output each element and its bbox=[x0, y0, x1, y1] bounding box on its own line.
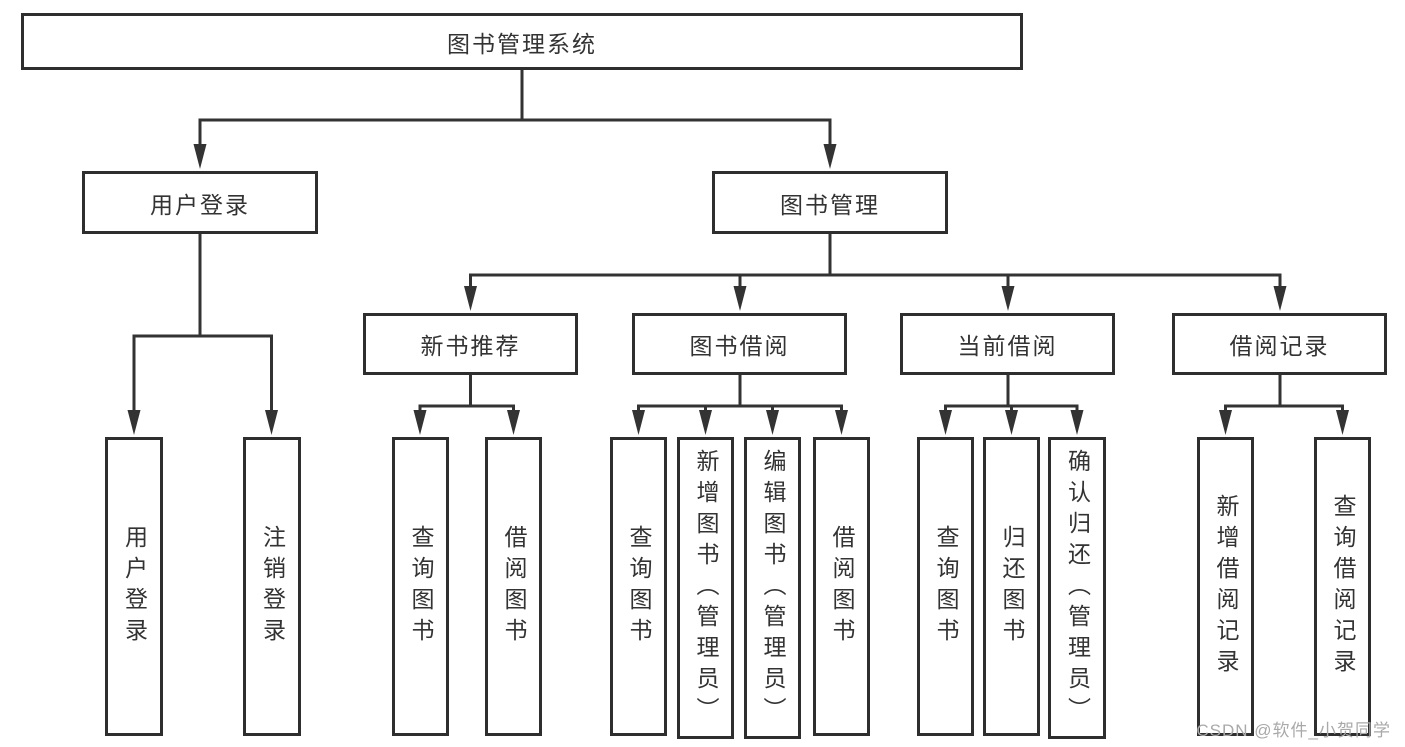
node-borrow-books: 借阅图书 bbox=[813, 437, 870, 736]
node-query-books-borrow: 查询图书 bbox=[610, 437, 667, 736]
arrowhead-icon bbox=[733, 286, 747, 311]
csdn-watermark: CSDN @软件_小贺同学 bbox=[1196, 721, 1391, 740]
node-book-borrow: 图书借阅 bbox=[632, 313, 847, 375]
node-user-login-label: 用户登录 bbox=[150, 191, 250, 218]
node-borrow-books-recommend-label: 借阅图书 bbox=[501, 524, 527, 649]
node-query-borrow-record-label: 查询借阅记录 bbox=[1330, 493, 1356, 680]
node-book-borrow-label: 图书借阅 bbox=[689, 333, 790, 359]
node-add-book-admin: 新增图书（管理员） bbox=[677, 437, 734, 739]
node-query-books-recommend: 查询图书 bbox=[392, 437, 449, 736]
node-add-borrow-record: 新增借阅记录 bbox=[1197, 437, 1254, 736]
node-query-books-current-label: 查询图书 bbox=[933, 524, 959, 649]
node-logout-label: 注销登录 bbox=[259, 524, 286, 649]
arrowhead-icon bbox=[835, 410, 848, 435]
node-book-management-label: 图书管理 bbox=[780, 191, 880, 218]
connector-book-borrow bbox=[637, 375, 843, 428]
arrowhead-icon bbox=[1005, 410, 1018, 435]
node-book-management: 图书管理 bbox=[712, 171, 948, 234]
node-borrow-records-label: 借阅记录 bbox=[1229, 333, 1330, 359]
node-query-borrow-record: 查询借阅记录 bbox=[1314, 437, 1371, 736]
node-return-book-label: 归还图书 bbox=[999, 524, 1025, 649]
arrowhead-icon bbox=[1001, 286, 1015, 311]
node-logout: 注销登录 bbox=[243, 437, 301, 736]
node-confirm-return-admin-label: 确认归还（管理员） bbox=[1064, 448, 1091, 728]
arrowhead-icon bbox=[507, 410, 520, 435]
node-borrow-books-label: 借阅图书 bbox=[829, 524, 855, 649]
arrowhead-icon bbox=[632, 410, 645, 435]
node-new-book-recommend-label: 新书推荐 bbox=[420, 333, 521, 359]
node-query-books-current: 查询图书 bbox=[917, 437, 974, 736]
node-borrow-books-recommend: 借阅图书 bbox=[485, 437, 542, 736]
arrowhead-icon bbox=[193, 144, 207, 169]
arrowhead-icon bbox=[413, 410, 427, 435]
arrowhead-icon bbox=[464, 286, 477, 311]
arrowhead-icon bbox=[265, 410, 278, 435]
node-user-login: 用户登录 bbox=[82, 171, 318, 234]
arrowhead-icon bbox=[939, 410, 952, 435]
node-borrow-records: 借阅记录 bbox=[1172, 313, 1387, 375]
connector-borrow-records bbox=[1224, 375, 1344, 428]
node-root-label: 图书管理系统 bbox=[447, 30, 597, 57]
arrowhead-icon bbox=[766, 410, 779, 435]
node-edit-book-admin: 编辑图书（管理员） bbox=[744, 437, 801, 739]
connector-new-book bbox=[418, 375, 515, 428]
node-confirm-return-admin: 确认归还（管理员） bbox=[1048, 437, 1106, 739]
node-new-book-recommend: 新书推荐 bbox=[363, 313, 578, 375]
node-root: 图书管理系统 bbox=[21, 13, 1023, 70]
connector-user-login bbox=[132, 234, 273, 428]
node-query-books-recommend-label: 查询图书 bbox=[408, 524, 434, 649]
arrowhead-icon bbox=[1336, 410, 1349, 435]
connector-root bbox=[198, 70, 832, 148]
node-add-borrow-record-label: 新增借阅记录 bbox=[1213, 493, 1239, 680]
node-edit-book-admin-label: 编辑图书（管理员） bbox=[760, 448, 786, 728]
node-current-borrow-label: 当前借阅 bbox=[957, 333, 1058, 359]
node-login: 用户登录 bbox=[105, 437, 163, 736]
arrowhead-icon bbox=[127, 410, 141, 435]
arrowhead-icon bbox=[1219, 410, 1232, 435]
node-add-book-admin-label: 新增图书（管理员） bbox=[693, 448, 719, 728]
arrowhead-icon bbox=[1273, 286, 1287, 311]
node-return-book: 归还图书 bbox=[983, 437, 1040, 736]
arrowhead-icon bbox=[823, 144, 837, 169]
node-login-label: 用户登录 bbox=[121, 524, 148, 649]
arrowhead-icon bbox=[699, 410, 712, 435]
node-query-books-borrow-label: 查询图书 bbox=[626, 524, 652, 649]
node-current-borrow: 当前借阅 bbox=[900, 313, 1115, 375]
connector-book-management bbox=[469, 234, 1282, 304]
arrowhead-icon bbox=[1070, 410, 1084, 435]
